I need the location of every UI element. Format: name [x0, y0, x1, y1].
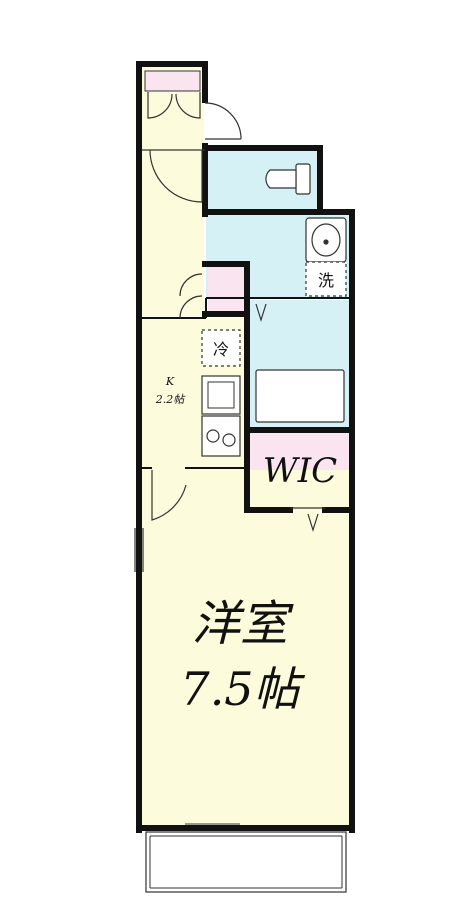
- washer-space: [305, 261, 347, 297]
- bathtub: [255, 369, 345, 423]
- western-room-floor: [142, 470, 350, 826]
- doors: [134, 92, 325, 572]
- western-room-floor-upper: [142, 468, 248, 512]
- stove-burner-1: [206, 429, 220, 443]
- wash-basin: [305, 217, 347, 263]
- toilet-fixture: [265, 163, 311, 195]
- walk-in-closet-label: WIC: [263, 451, 337, 491]
- western-room-name: 洋室: [192, 596, 294, 652]
- stove-burner-2: [222, 433, 236, 447]
- fridge-label: 冷: [213, 340, 229, 359]
- bottom-window: [185, 823, 240, 833]
- kitchen-stove: [201, 415, 241, 457]
- partitions: [140, 297, 352, 470]
- kitchen-name: K: [165, 375, 175, 388]
- storage-closet-floor: [208, 268, 244, 314]
- kitchen-sink-basin: [207, 381, 235, 409]
- fridge-space: [201, 329, 241, 367]
- western-room-size: 7.5帖: [180, 662, 305, 716]
- kitchen-size: 2.2帖: [155, 393, 186, 406]
- balcony: [145, 831, 347, 893]
- entrance-shoe-box: [144, 70, 201, 92]
- walls: [136, 61, 355, 833]
- washer-label: 洗: [318, 271, 334, 290]
- entrance-corridor-floor: [140, 66, 204, 316]
